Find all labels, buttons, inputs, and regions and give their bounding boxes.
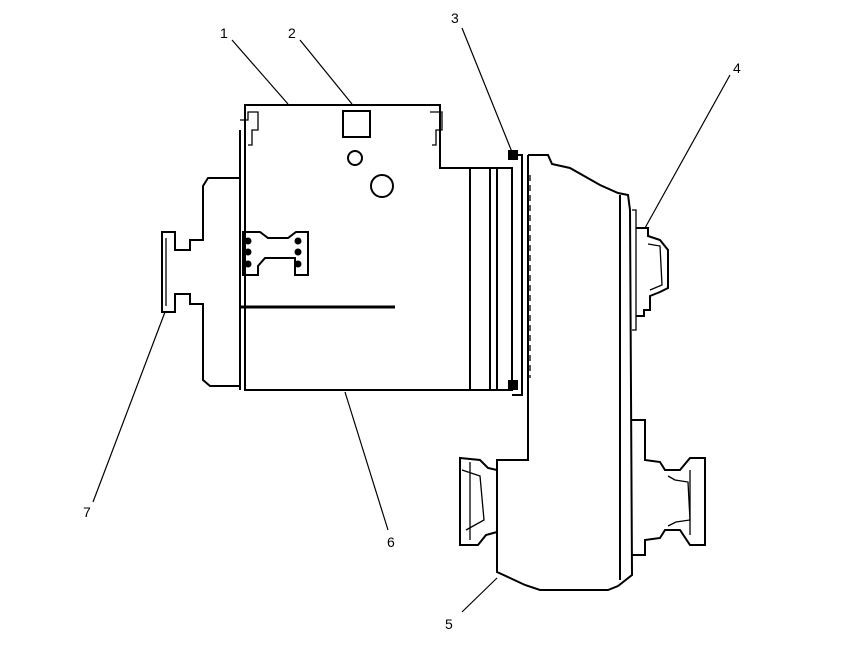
callout-leaders: [92, 27, 731, 613]
input-flange: [161, 177, 240, 387]
output-yoke-lower-left: [459, 456, 498, 546]
callout-6: 6: [387, 534, 395, 550]
mounting-bracket: [242, 231, 309, 276]
output-yoke-lower-right: [632, 419, 706, 556]
callout-2: 2: [288, 25, 296, 41]
transmission-case: [496, 154, 637, 591]
main-housing: [239, 104, 513, 391]
callout-4: 4: [733, 60, 741, 76]
output-yoke-upper: [636, 227, 669, 317]
callout-1: 1: [220, 25, 228, 41]
callout-labels: 1 2 3 4 5 6 7: [83, 10, 741, 632]
callout-3: 3: [451, 10, 459, 26]
callout-7: 7: [83, 504, 91, 520]
callout-5: 5: [445, 616, 453, 632]
adapter-ring: [489, 150, 531, 396]
